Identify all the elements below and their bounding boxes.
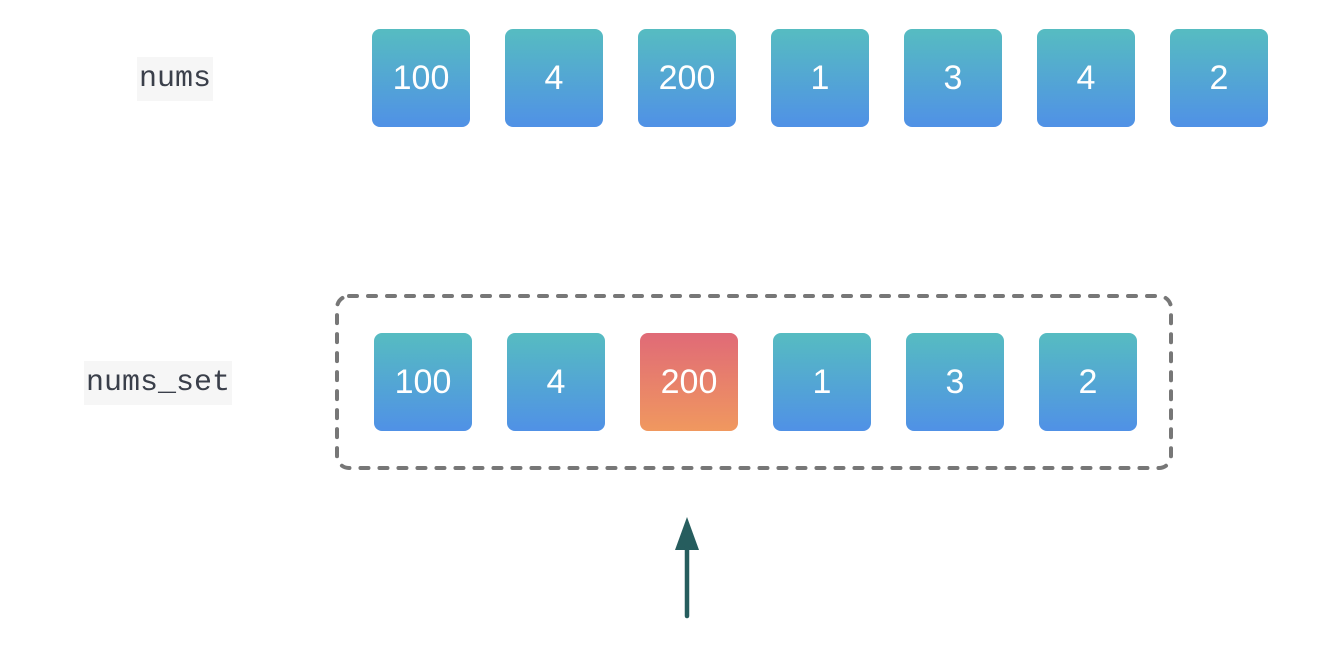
nums-label: nums	[137, 57, 214, 101]
nums-cell: 200	[638, 29, 736, 127]
nums-set-cell: 1	[773, 333, 871, 431]
nums-set-cell: 3	[906, 333, 1004, 431]
nums-set-cell-highlighted: 200	[640, 333, 738, 431]
nums-set-label: nums_set	[84, 361, 233, 405]
nums-cell: 2	[1170, 29, 1268, 127]
nums-cell: 1	[771, 29, 869, 127]
nums-set-cell: 100	[374, 333, 472, 431]
nums-cell: 4	[505, 29, 603, 127]
nums-set-container	[335, 294, 1173, 470]
nums-set-cell: 4	[507, 333, 605, 431]
nums-set-cell: 2	[1039, 333, 1137, 431]
pointer-arrow-icon	[675, 517, 699, 619]
nums-cell: 3	[904, 29, 1002, 127]
nums-cell: 4	[1037, 29, 1135, 127]
nums-cell: 100	[372, 29, 470, 127]
